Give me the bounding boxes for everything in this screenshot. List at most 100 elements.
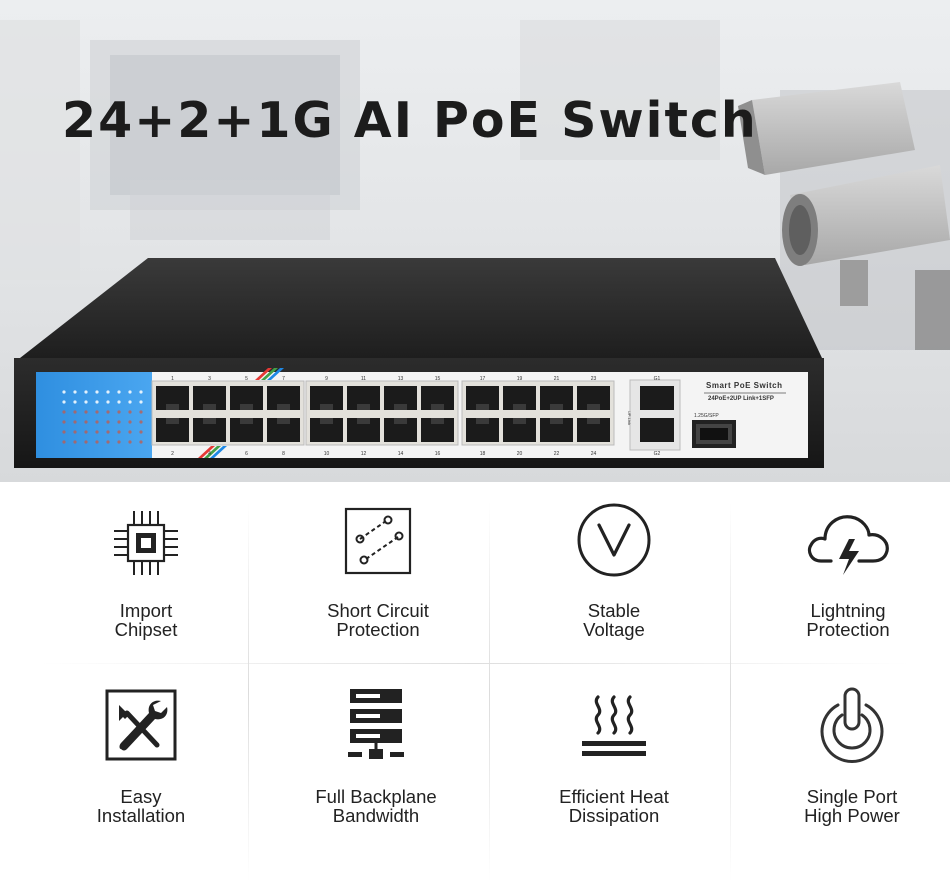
panel-brand-label: Smart PoE Switch [706, 381, 783, 390]
led [84, 420, 88, 424]
port-number: 13 [398, 376, 404, 382]
led [106, 420, 110, 424]
lightning-cloud-icon [807, 503, 889, 583]
feature-label-line2: Protection [806, 619, 890, 640]
feature-label-line2: Chipset [114, 619, 178, 640]
port-number: 10 [324, 451, 330, 457]
port-number: 15 [435, 376, 441, 382]
led [106, 430, 110, 434]
heat-icon [574, 687, 654, 767]
led [84, 440, 88, 444]
port-number: 24 [591, 451, 597, 457]
feature-label-line1: Stable [587, 600, 641, 621]
led [139, 390, 143, 394]
uplink-label-g1: G1 [654, 376, 661, 382]
port-number: 14 [398, 451, 404, 457]
port-number: 4 [208, 451, 211, 457]
led [117, 440, 121, 444]
feature-label-line1: Full Backplane [315, 786, 437, 807]
feature-easy-installation: Easy Installation [46, 687, 236, 825]
port-number: 3 [208, 376, 211, 382]
divider [730, 502, 731, 882]
led [117, 390, 121, 394]
led [73, 400, 77, 404]
led-panel [36, 372, 152, 458]
port-number: 16 [435, 451, 441, 457]
port-number: 19 [517, 376, 523, 382]
server-network-icon [336, 687, 416, 767]
led [95, 430, 99, 434]
led [62, 430, 66, 434]
rj45-uplink-port [640, 386, 674, 410]
feature-label-line2: Voltage [583, 619, 645, 640]
led [62, 410, 66, 414]
port-number: 12 [361, 451, 367, 457]
chipset-icon [106, 503, 186, 583]
led [95, 400, 99, 404]
led [128, 390, 132, 394]
led-indicators [62, 390, 143, 444]
feature-short-circuit: Short Circuit Protection [283, 503, 473, 639]
led [84, 400, 88, 404]
feature-label-line1: Short Circuit [327, 600, 429, 621]
uplink-label-g2: G2 [654, 451, 661, 457]
led [117, 430, 121, 434]
feature-label-line2: High Power [804, 805, 900, 826]
led [139, 420, 143, 424]
port-number: 17 [480, 376, 486, 382]
uplink-text: UP-Link [627, 411, 632, 425]
led [62, 420, 66, 424]
led [95, 390, 99, 394]
security-camera-image [738, 82, 950, 350]
led [106, 410, 110, 414]
switch-top [20, 258, 822, 358]
feature-label-line1: Single Port [806, 786, 898, 807]
led [128, 400, 132, 404]
hero-illustration: 123456789101112131415161718192021222324 … [0, 20, 950, 468]
port-number: 23 [591, 376, 597, 382]
port-number: 21 [554, 376, 560, 382]
feature-label-line2: Installation [96, 805, 186, 826]
feature-label-line2: Dissipation [568, 805, 660, 826]
led [73, 440, 77, 444]
feature-label-line2: Bandwidth [332, 805, 420, 826]
led [128, 440, 132, 444]
power-icon [812, 687, 892, 767]
feature-single-port-power: Single Port High Power [757, 687, 947, 825]
feature-label-line2: Protection [336, 619, 420, 640]
feature-label-line1: Easy [120, 786, 162, 807]
led [117, 420, 121, 424]
led [128, 410, 132, 414]
led [106, 390, 110, 394]
feature-lightning-protection: Lightning Protection [753, 503, 943, 639]
led [106, 440, 110, 444]
led [139, 400, 143, 404]
led [62, 440, 66, 444]
port-number: 9 [325, 376, 328, 382]
feature-full-backplane: Full Backplane Bandwidth [281, 687, 471, 825]
led [95, 420, 99, 424]
led [139, 410, 143, 414]
led [84, 410, 88, 414]
feature-label-line1: Efficient Heat [559, 786, 669, 807]
led [73, 410, 77, 414]
led [117, 400, 121, 404]
divider [489, 502, 490, 882]
voltage-icon [574, 503, 654, 583]
short-circuit-icon [338, 503, 418, 583]
led [128, 430, 132, 434]
feature-stable-voltage: Stable Voltage [519, 503, 709, 639]
feature-import-chipset: Import Chipset [51, 503, 241, 639]
feature-label-line1: Lightning [810, 600, 886, 621]
led [139, 430, 143, 434]
feature-label-line1: Import [119, 600, 173, 621]
led [95, 410, 99, 414]
led [128, 420, 132, 424]
led [84, 430, 88, 434]
tools-icon [101, 687, 181, 767]
port-number: 22 [554, 451, 560, 457]
port-number: 2 [171, 451, 174, 457]
led [139, 440, 143, 444]
